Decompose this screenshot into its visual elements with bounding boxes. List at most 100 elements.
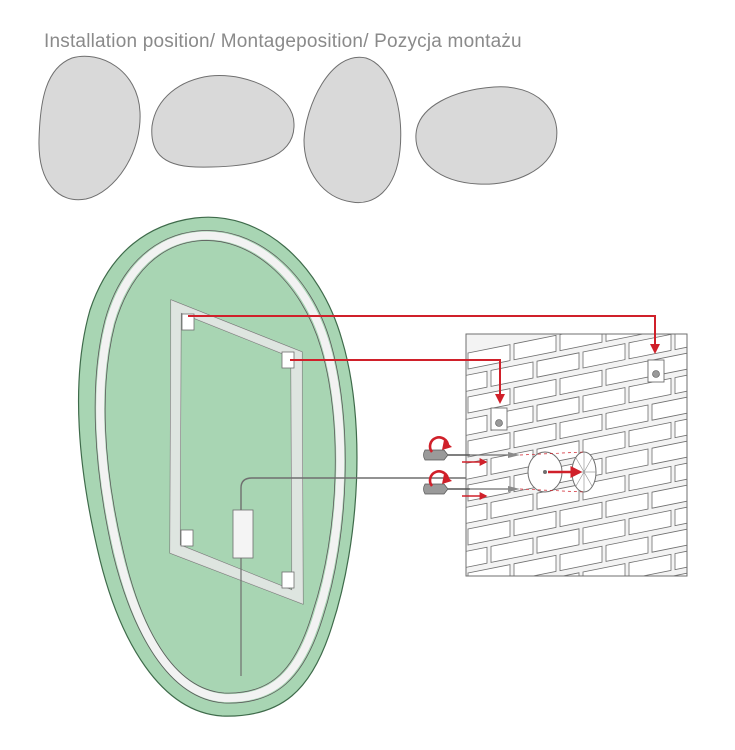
brick: [491, 670, 533, 694]
brick: [721, 580, 735, 604]
brick: [674, 550, 687, 571]
brick: [583, 652, 625, 676]
brick: [422, 574, 464, 598]
brick: [513, 422, 557, 449]
brick: [605, 334, 646, 342]
brick: [376, 627, 418, 651]
brick: [559, 501, 603, 528]
brick: [605, 492, 649, 518]
orientation-shapes: [38, 55, 558, 204]
brick: [698, 607, 735, 631]
brick: [513, 378, 557, 405]
brick: [514, 687, 556, 711]
wall-bracket-left: [490, 407, 508, 431]
brick: [582, 475, 626, 501]
brick: [674, 334, 687, 351]
brick: [422, 530, 464, 554]
orientation-shape-1: [38, 55, 141, 201]
brick: [675, 633, 717, 657]
arrow-top-slot-to-right-bracket: [188, 315, 660, 354]
wall-bracket-right: [647, 359, 665, 383]
screw-upper: [470, 452, 520, 458]
brick: [606, 625, 648, 649]
frame-slot-top-left: [181, 313, 195, 331]
brick: [721, 536, 735, 560]
brick: [490, 537, 534, 563]
brick: [559, 545, 603, 572]
brick: [422, 662, 464, 686]
brick: [399, 380, 441, 404]
brick: [670, 572, 687, 576]
brick: [698, 475, 735, 499]
brick: [513, 554, 557, 576]
guide-lines: [519, 451, 585, 493]
orientation-shape-4: [415, 86, 558, 185]
brick: [467, 564, 511, 576]
brick: [698, 563, 735, 587]
brick: [628, 553, 672, 576]
brick: [652, 616, 694, 640]
arrow-right-slot-to-left-bracket: [290, 359, 505, 404]
brick: [652, 308, 694, 332]
brick: [605, 536, 649, 562]
brick: [467, 520, 511, 546]
brick: [376, 539, 418, 563]
brick: [698, 651, 735, 675]
brick: [466, 370, 488, 392]
brick: [536, 352, 580, 378]
brick: [466, 502, 488, 524]
screwdriver-icon: [423, 483, 470, 495]
mirror: [77, 216, 516, 717]
brick: [491, 582, 533, 606]
brick: [468, 609, 510, 633]
brick: [376, 495, 418, 519]
brick: [674, 374, 687, 395]
brick: [675, 589, 717, 613]
power-cable: [240, 477, 516, 510]
brick: [490, 493, 534, 519]
brick: [537, 617, 579, 641]
brick: [445, 635, 487, 659]
brick: [628, 465, 672, 492]
mirror-light-strip-outline-inner: [104, 240, 336, 694]
brick: [560, 590, 602, 614]
brick: [514, 599, 556, 623]
brick: [605, 404, 649, 430]
brick: [467, 344, 511, 370]
brick: [468, 697, 510, 721]
brick: [583, 608, 625, 632]
brick: [399, 424, 441, 448]
brick: [513, 510, 557, 537]
brick: [468, 653, 510, 677]
brick: [721, 404, 735, 428]
brick: [536, 484, 580, 510]
brick: [422, 618, 464, 642]
brick: [560, 678, 602, 702]
brick: [445, 591, 487, 615]
brick: [422, 398, 464, 422]
brick: [514, 643, 556, 667]
brick: [445, 679, 487, 703]
wall-detail: [376, 299, 735, 721]
brick: [376, 671, 418, 695]
brick: [698, 299, 735, 323]
brick: [629, 642, 671, 666]
brick: [376, 407, 418, 431]
mirror-light-strip-outline-outer: [94, 230, 346, 704]
brick: [606, 581, 648, 605]
brick: [491, 626, 533, 650]
brick: [376, 583, 418, 607]
mirror-light-strip: [96, 231, 345, 703]
indicator-arrows: [188, 315, 660, 500]
screwdriver-icon: [423, 449, 470, 461]
brick: [628, 421, 672, 448]
brick: [536, 528, 580, 554]
brick: [606, 669, 648, 693]
brick: [628, 509, 672, 536]
rotate-arrow-icon: [428, 470, 452, 487]
brick: [513, 334, 557, 361]
brick: [651, 528, 687, 553]
brick: [721, 624, 735, 648]
